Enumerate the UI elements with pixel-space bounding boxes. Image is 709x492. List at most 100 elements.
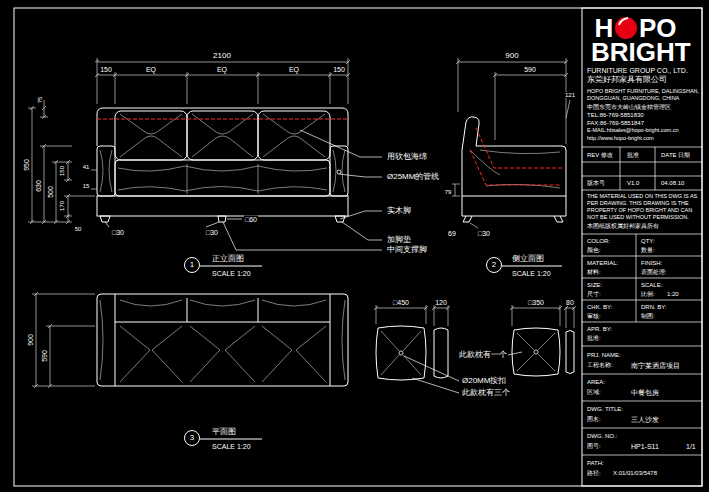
logo-text: BRIGHT [590,39,692,65]
title-block-cell: 比例: [640,291,656,297]
title-block-cell: 尺寸: [586,291,602,297]
dimension-text: 150 [332,66,346,73]
view-number-text: 2 [492,261,496,269]
title-block-cell: 三人沙发 [630,416,660,423]
title-block-cell: SCALE: [640,282,663,288]
title-block-cell: HP1-S11 [630,443,660,450]
title-block-cell: PATH: [586,460,605,466]
dimension-lines [452,58,570,228]
sofa-arm [330,146,348,196]
dimension-text: 50 [74,226,83,232]
company-info: TEL:86-769-5851830 [586,112,645,118]
note-text: NOT BE USED WITHOUT PERMISSION. [586,215,690,221]
sofa-base [97,196,348,216]
dimension-text: 150 [99,66,113,73]
callout-text: Ø20MM按扣 [461,377,507,385]
circle-outline [185,431,200,446]
dimension-text: 79 [444,189,453,195]
sofa-side-outline [462,117,566,216]
pillow-folds [381,331,555,375]
sofa-arm [97,146,115,196]
callout-text: 此款枕有三个 [461,389,511,397]
title-block-cell: 表面处理: [640,269,668,275]
upholstery-folds [100,300,345,382]
callout-text: 加脚垫 [386,236,412,244]
dimension-text: 121 [564,92,576,98]
sofa-legs [463,216,563,222]
upholstery-folds [100,114,345,194]
title-block-cell: APR. BY: [586,326,613,332]
dimension-lines [32,292,95,388]
title-block-cell: X:01/01/03/5478 [612,470,658,476]
sofa-plan-outline [97,294,348,386]
dimension-text: □30 [205,229,219,236]
dimension-text: 150 [59,165,65,177]
title-block-cell: 04.08.10 [660,180,685,186]
logo-highlight [619,18,628,25]
title-block-cell: COLOR: [586,238,611,244]
upholstery-folds [470,150,560,188]
title-block-cell: 图号: [586,443,602,449]
title-block-cell: 颜色: [586,247,602,253]
dimension-text: EQ [288,66,300,73]
view-title-underline [200,439,262,440]
note-text: 本图纸版权属好邦家具所有 [586,223,660,229]
circle-outline [487,258,502,273]
title-block-grid [582,147,702,455]
title-block-cell: MATERIAL: [586,260,619,266]
view-title: 正立面图 [211,255,245,263]
title-block-cell: 审核: [586,313,602,319]
dimension-text: 170 [59,200,65,212]
leader-lines [404,352,522,393]
view-title: 平面图 [211,428,237,436]
view-number: 1 [190,261,194,269]
leader-lines [105,130,382,250]
dimension-text: 500 [47,185,54,199]
callout-text: 中间支撑脚 [386,246,428,254]
dimension-text: 2100 [212,52,232,60]
title-block-cell: 图名: [586,416,602,422]
dimension-text: □30 [111,229,125,236]
title-block-cell: 区域: [586,389,602,395]
dimension-text: 900 [504,52,519,60]
title-block-cell: 1/1 [685,443,697,450]
snap-button [399,351,403,355]
dimension-text: 590 [523,66,537,73]
note-text: PROPERTY OF HOPO BRIGHT AND CAN [586,208,693,214]
company-info: 中国东莞市大岭山镇金桔管理区 [586,104,672,110]
logo-text: H [594,15,615,41]
view-title-underline [200,266,262,267]
view-number-circle: 1 [184,257,200,273]
title-block-cell: AREA: [586,379,606,385]
title-block-cell: CHK. BY: [586,304,613,310]
view-title-underline [502,266,562,267]
title-block-frame [582,8,702,486]
title-block-cell: SIZE: [586,282,603,288]
seat-cushion [115,160,330,196]
title-block-cell: 数量: [640,247,656,253]
dimension-text: 590 [41,349,48,363]
dimension-text: □30 [477,230,491,237]
dimension-text: 630 [35,179,42,193]
logo-text: PO [638,15,678,41]
dimension-text: 75 [37,96,43,105]
dimension-lines [28,58,350,224]
sofa-back [97,108,348,146]
title-block-cell: QTY: [640,238,656,244]
title-block-cell: V1.0 [626,180,640,186]
callout-text: 实木脚 [386,207,412,215]
note-text: PER DRAWING. THIS DRAWING IS THE [586,201,690,207]
dimension-text: □60 [244,216,258,223]
callout-text: Ø25MM的管线 [386,173,440,181]
dimension-text: 80 [565,299,575,306]
dimension-text: EQ [216,66,228,73]
dimension-lines [374,305,576,328]
title-block-cell: DATE 日期 [660,152,691,158]
view-number-text: 3 [190,434,194,442]
view-number-text: 1 [190,261,194,269]
company-info: http://www.hopo-bright.com [586,136,655,142]
company-info: DONGGUAN, GUANGDONG, CHINA [586,96,680,102]
